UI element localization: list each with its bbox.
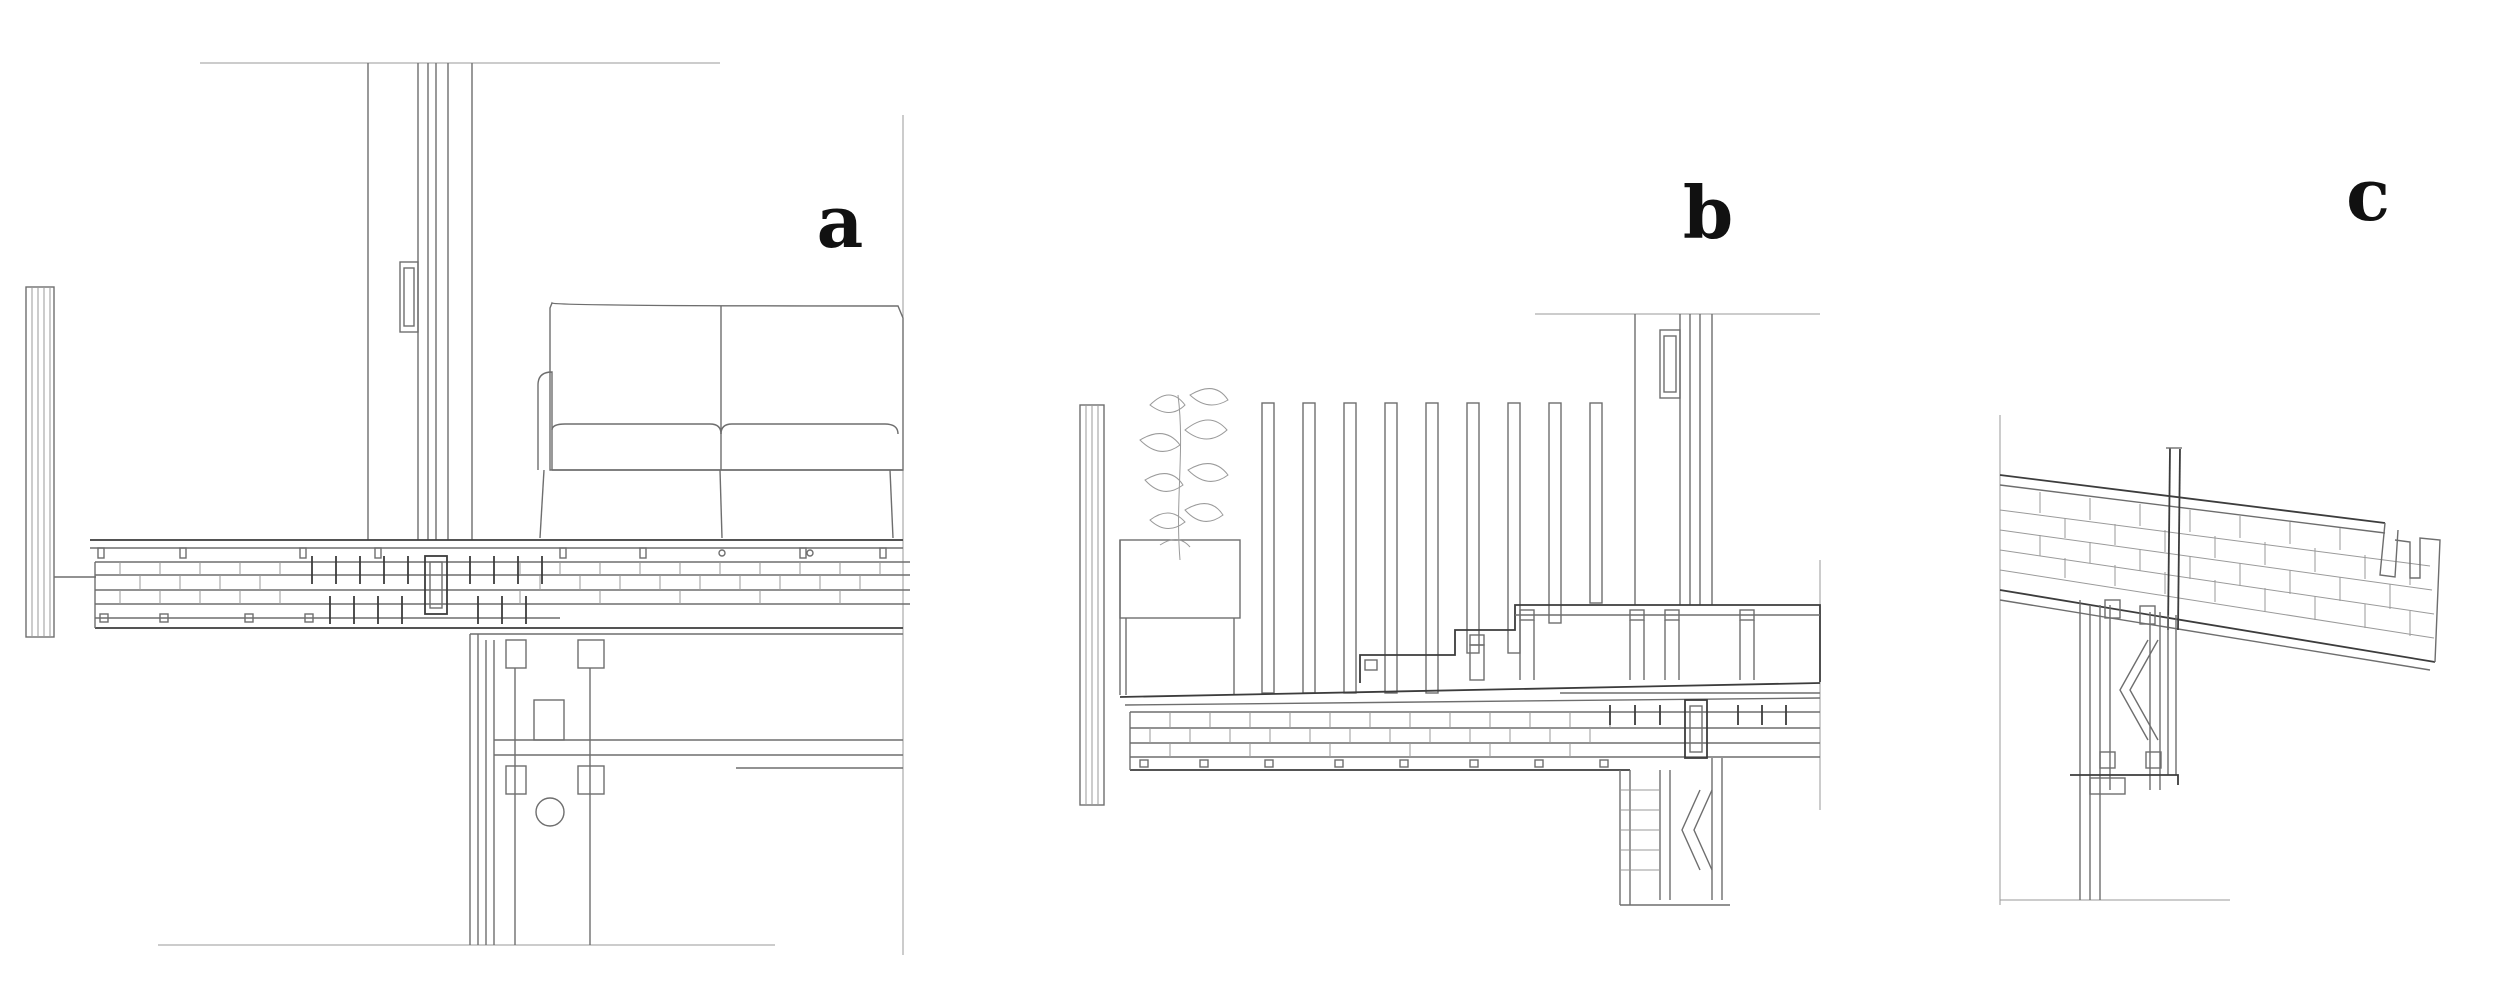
panel-b-section — [1079, 313, 1821, 906]
panel-a-section — [25, 62, 910, 955]
panel-label-a: a — [817, 179, 864, 264]
sofa-drawing — [537, 301, 904, 539]
panel-label-b: b — [1683, 170, 1733, 255]
panel-label-c: c — [2346, 152, 2390, 237]
panel-c-section — [1999, 415, 2441, 905]
plant-drawing — [1139, 388, 1229, 561]
